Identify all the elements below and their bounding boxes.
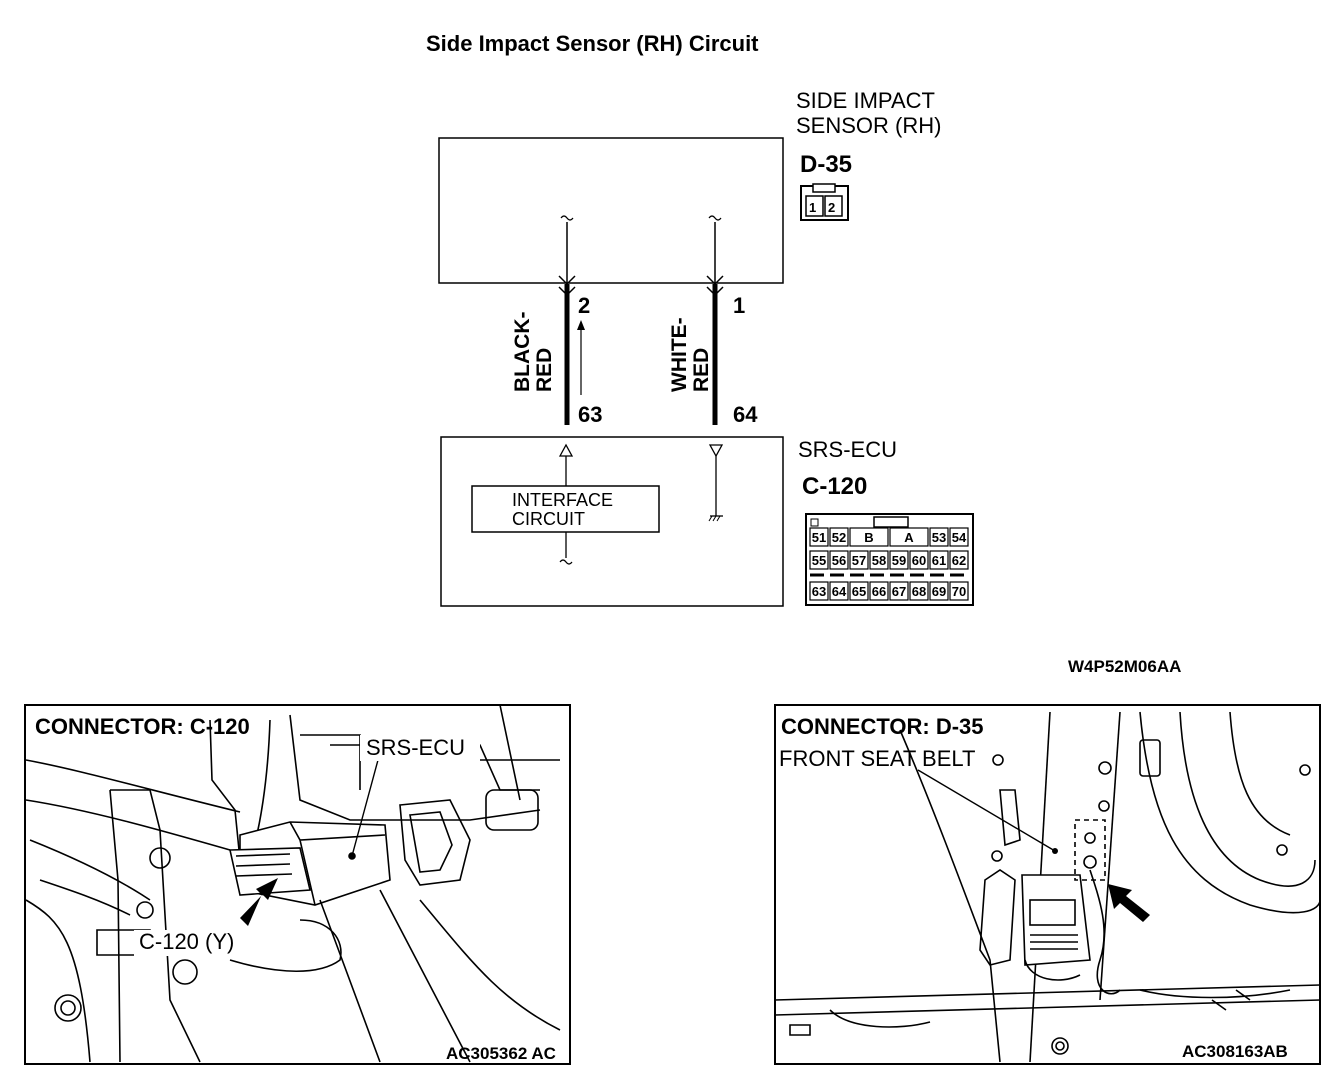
diagram-title: Side Impact Sensor (RH) Circuit <box>426 31 759 56</box>
ecu-connector-cell <box>889 581 909 601</box>
interface-circuit-line1: INTERFACE <box>512 490 613 510</box>
wire-white-red: 1 64 WHITE- RED <box>668 215 758 427</box>
ecu-connector-cell <box>929 581 949 601</box>
ecu-pin-63: 63 <box>578 402 602 427</box>
ecu-connector-pin-label: 69 <box>932 584 946 599</box>
ecu-connector-pin-label: 65 <box>852 584 866 599</box>
ecu-connector-pin-label: 61 <box>932 553 946 568</box>
photo-right: CONNECTOR: D-35 FRONT SEAT BELT AC308163… <box>774 704 1321 1065</box>
sensor-connector-code: D-35 <box>800 151 852 178</box>
wire-black-red: 2 63 BLACK- RED <box>511 215 602 427</box>
ecu-connector-cell <box>929 527 949 547</box>
ecu-connector-cell <box>889 527 929 547</box>
ecu-connector-pin-label: 59 <box>892 553 906 568</box>
ecu-connector-pin-label: 67 <box>892 584 906 599</box>
wire-color-white-red-line2: RED <box>690 348 713 392</box>
ecu-connector-cell <box>849 527 889 547</box>
arrow-to-d35-icon <box>1108 884 1150 922</box>
ecu-connector-pin-label: 54 <box>952 530 967 545</box>
sensor-name-line2: SENSOR (RH) <box>796 113 941 138</box>
ecu-connector-cell <box>869 581 889 601</box>
photo-right-code: AC308163AB <box>1182 1042 1288 1061</box>
ecu-connector-face: 51 52 B A 53 54 55 56 57 58 59 60 61 62 63 64 65 66 67 68 69… <box>805 513 974 606</box>
photo-right-label: FRONT SEAT BELT <box>779 746 975 771</box>
ecu-connector-cell <box>909 581 929 601</box>
ecu-connector-cell <box>829 550 849 570</box>
sensor-pin-2-label: 2 <box>828 200 835 215</box>
ecu-connector-pin-label: 55 <box>812 553 826 568</box>
ecu-pin-64: 64 <box>733 402 758 427</box>
ecu-connector-pin-label: 62 <box>952 553 966 568</box>
ecu-connector-cell <box>829 581 849 601</box>
diagram-code: W4P52M06AA <box>1068 657 1181 676</box>
photo-left: CONNECTOR: C-120 SRS-ECU C-120 (Y) AC305… <box>24 704 571 1065</box>
input-arrow-icon <box>558 443 574 457</box>
ground-arrow-icon <box>708 444 724 458</box>
ecu-connector-cell <box>849 581 869 601</box>
ecu-connector-pin-label: 70 <box>952 584 966 599</box>
sensor-box <box>438 137 784 284</box>
ecu-connector-cell <box>849 550 869 570</box>
ecu-box <box>440 436 784 607</box>
photo-left-illustration <box>25 704 561 1063</box>
photo-left-code: AC305362 AC <box>446 1044 556 1063</box>
ecu-connector-pin-label: 60 <box>912 553 926 568</box>
ecu-connector-pin-label: B <box>864 530 873 545</box>
ecu-connector-pin-label: 52 <box>832 530 846 545</box>
photo-right-illustration <box>774 711 1321 1063</box>
ecu-connector-pin-label: 57 <box>852 553 866 568</box>
sensor-pin-2: 2 <box>578 293 590 318</box>
wire-color-black-red-line2: RED <box>533 348 556 392</box>
ecu-connector-code: C-120 <box>802 473 867 500</box>
ecu-connector-pin-label: A <box>904 530 914 545</box>
ecu-connector-cell <box>949 550 969 570</box>
ecu-connector-cell <box>869 550 889 570</box>
ecu-connector-pin-label: 51 <box>812 530 826 545</box>
sensor-name-line1: SIDE IMPACT <box>796 88 935 113</box>
sensor-pin-1: 1 <box>733 293 745 318</box>
ecu-connector-pin-label: 56 <box>832 553 846 568</box>
ecu-connector-pin-label: 68 <box>912 584 926 599</box>
ground-icon <box>708 515 723 522</box>
ecu-connector-cell <box>809 581 829 601</box>
photo-left-label-connector: C-120 (Y) <box>139 929 234 954</box>
ecu-connector-cell <box>889 550 909 570</box>
photo-left-caption: CONNECTOR: C-120 <box>35 714 250 739</box>
ecu-name: SRS-ECU <box>798 437 897 462</box>
ecu-block: SRS-ECU C-120 INTERFACE CIRCUIT 51 52 B A 53… <box>440 436 974 607</box>
arrow-to-c120-icon <box>240 878 278 926</box>
wire-color-white-red-line1: WHITE- <box>668 317 691 392</box>
photo-right-caption: CONNECTOR: D-35 <box>781 714 984 739</box>
ecu-connector-cell <box>929 550 949 570</box>
ecu-connector-cell <box>909 550 929 570</box>
ecu-connector-pin-label: 58 <box>872 553 886 568</box>
sensor-block: SIDE IMPACT SENSOR (RH) D-35 1 2 <box>438 88 941 284</box>
ecu-connector-cell <box>949 581 969 601</box>
ecu-connector-cell <box>809 550 829 570</box>
photo-left-label-ecu: SRS-ECU <box>366 735 465 760</box>
interface-circuit-line2: CIRCUIT <box>512 509 585 529</box>
ecu-connector-cell <box>829 527 849 547</box>
ecu-connector-pin-label: 53 <box>932 530 946 545</box>
ecu-connector-pin-label: 66 <box>872 584 886 599</box>
ecu-connector-pin-label: 63 <box>812 584 826 599</box>
wire-color-black-red-line1: BLACK- <box>511 312 534 392</box>
sensor-connector-face: 1 2 <box>800 183 849 221</box>
ecu-connector-cell <box>809 527 829 547</box>
ecu-connector-pin-label: 64 <box>832 584 847 599</box>
ecu-connector-cell <box>949 527 969 547</box>
sensor-pin-1-label: 1 <box>809 200 816 215</box>
